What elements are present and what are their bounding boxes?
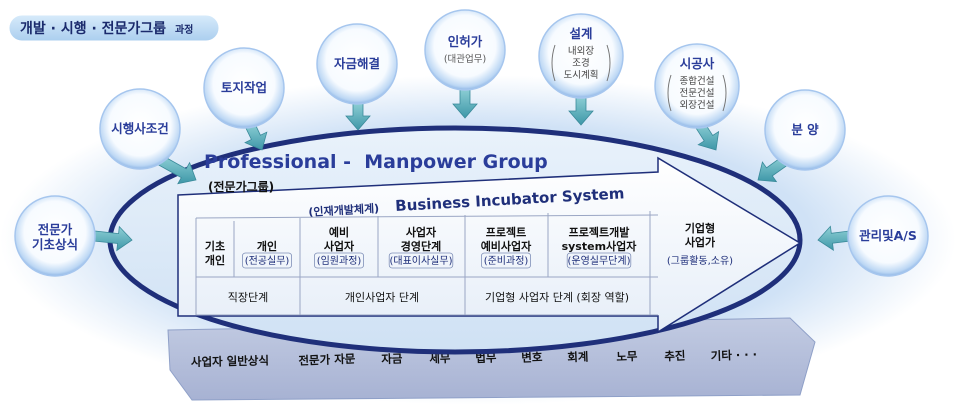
stage-sub: (임원과정): [317, 254, 362, 267]
stage-sub-box: [388, 252, 454, 269]
final-title: 사업가: [685, 235, 715, 249]
title-pill: 개발 · 시행 · 전문가그룹 과정: [6, 12, 222, 44]
service-item: 자금: [381, 351, 403, 366]
stage-sub: (운영실무단계): [567, 255, 630, 267]
stage-cell: 예비사업자(임원과정): [313, 225, 364, 269]
service-item: 전문가 자문: [298, 352, 356, 368]
bubble-sublabel: 내외장: [568, 45, 594, 57]
final-sub: (그룹활동,소유): [667, 254, 733, 267]
first-col-label: 개인: [205, 253, 225, 267]
stage-title: 사업자: [324, 239, 355, 253]
arrow-design: [568, 95, 594, 126]
bubble-sublabel: 전문건설: [680, 88, 715, 99]
stage-title: 예비사업자: [481, 239, 532, 253]
bubble-circle: [424, 9, 506, 91]
arrow-expert-basics: [93, 225, 133, 252]
incubator-arrow: [177, 156, 802, 334]
stage-title: 예비: [329, 225, 349, 239]
arrow-prefix: (인재개발체계): [308, 201, 379, 219]
arrow-management: [817, 225, 852, 252]
bubble-circle: [538, 13, 624, 99]
stage-sub: (대표이사실무): [389, 255, 452, 267]
arrow-permits: [452, 87, 478, 119]
phase-label: 개인사업자 단계: [345, 291, 419, 304]
bubble-circle: [203, 47, 285, 129]
bubble-label: 토지작업: [221, 80, 267, 95]
bubble-sublabel: 외장건설: [680, 99, 715, 111]
bubble-label: 설계: [569, 26, 592, 41]
bubble-sublabel: (대관업무): [444, 53, 486, 65]
title-suffix: 과정: [175, 23, 193, 36]
bubble-label: 관리및A/S: [859, 228, 917, 243]
group-title: Professional - Manpower Group: [204, 151, 548, 173]
bubble-sublabel: 조경: [572, 57, 589, 69]
stage-table-grid: [195, 211, 659, 316]
bubble-circle: [14, 195, 96, 277]
stage-sub-box: [480, 252, 531, 269]
bubble-label: 시공사: [680, 56, 715, 71]
service-item: 사업자 일반상식: [191, 353, 269, 369]
stage-sub-box: [313, 252, 364, 269]
bubble-label: 시행사조건: [111, 121, 169, 136]
bubble-funding: 자금해결: [316, 23, 398, 131]
stage-title: 프로젝트개발: [569, 225, 630, 239]
arrow-funding: [345, 101, 371, 131]
bubble-sublabel: 도시계획: [564, 69, 599, 81]
bubble-sublabel: 종합건설: [680, 76, 715, 87]
group-subtitle: (전문가그룹): [208, 179, 274, 194]
bubble-sales: 분 양: [757, 89, 846, 183]
stage-sub-box: [566, 252, 632, 269]
phase-label: 직장단계: [228, 291, 268, 304]
stage-title: 사업자: [406, 225, 437, 239]
bubble-label: 전문가: [38, 222, 73, 237]
bubble-management: 관리및A/S: [817, 195, 929, 277]
bracket-left: [667, 74, 672, 112]
service-item: 기타 · · ·: [710, 347, 757, 363]
final-title: 기업형: [685, 221, 715, 235]
stage-title: 프로젝트: [486, 225, 526, 239]
svg-text:개발 · 시행 · 전문가그룹 과정: 개발 · 시행 · 전문가그룹 과정: [20, 20, 193, 37]
bubble-circle: [847, 195, 929, 277]
title-text: 개발 · 시행 · 전문가그룹: [20, 20, 166, 37]
bubble-label: 분 양: [791, 122, 819, 137]
stage-sub: (준비과정): [484, 255, 529, 267]
bracket-right: [722, 74, 727, 112]
bracket-right: [606, 44, 611, 82]
bubble-circle: [99, 88, 181, 170]
bubble-label: 자금해결: [334, 56, 380, 71]
bubble-permits: 인허가 (대관업무): [424, 9, 506, 119]
bracket-left: [551, 44, 556, 82]
stage-cell: 개인 (전공실무): [241, 239, 292, 269]
stage-sub: (전공실무): [245, 255, 290, 267]
service-item: 세무: [429, 351, 451, 366]
stage-title: 개인: [257, 239, 277, 253]
bubble-circle: [764, 89, 846, 171]
service-item: 변호: [521, 350, 543, 365]
phase-label: 기업형 사업자 단계 (회장 역할): [485, 291, 629, 304]
stage-title: system사업자: [562, 239, 638, 253]
bubble-label: 기초상식: [32, 237, 78, 252]
service-item: 회계: [567, 350, 589, 365]
bubble-label: 인허가: [448, 34, 483, 49]
bubble-circle: [654, 43, 740, 129]
bubble-developer-conditions: 시행사조건: [99, 88, 197, 185]
service-item: 추진: [664, 349, 686, 364]
bubble-circle: [316, 23, 398, 105]
first-col-label: 기초: [205, 239, 225, 253]
bubble-land-work: 토지작업: [203, 47, 285, 151]
stage-sub-box: [241, 252, 292, 269]
stage-title: 경영단계: [401, 239, 441, 253]
service-item: 노무: [616, 349, 638, 364]
